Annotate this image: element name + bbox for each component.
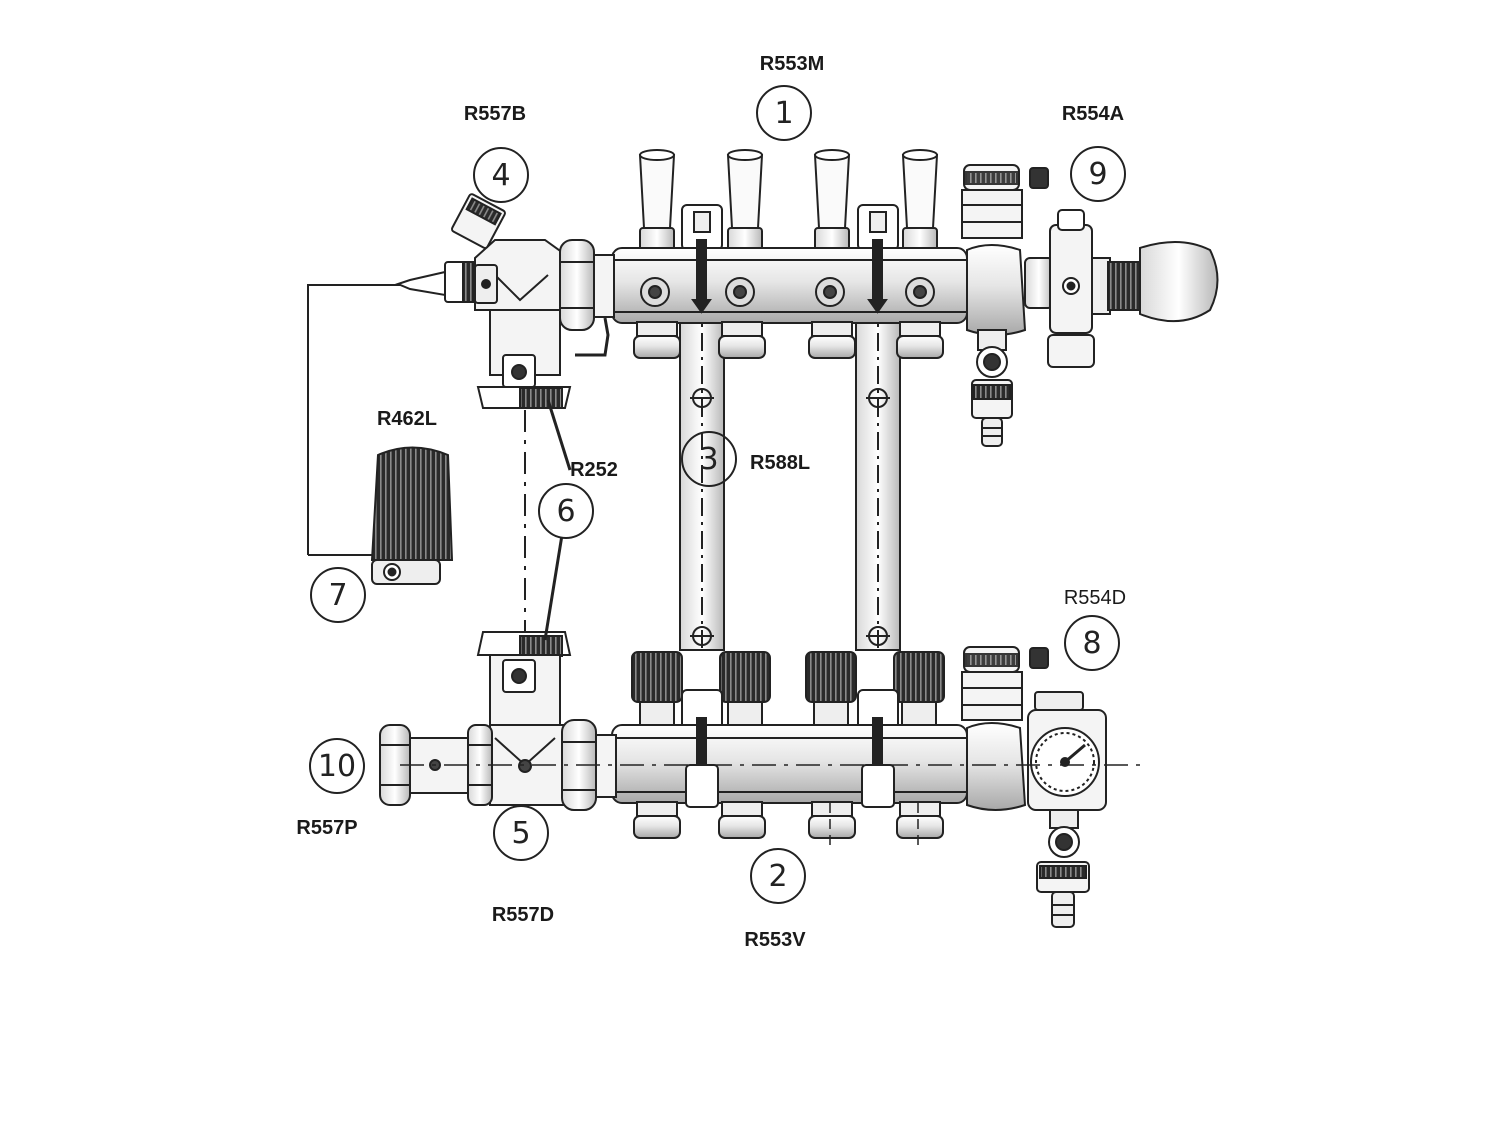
code-7: R462L <box>376 408 438 430</box>
callout-1: 1 <box>756 85 812 141</box>
flow-meter <box>726 149 764 251</box>
thermostatic-head <box>307 284 454 585</box>
callout-5: 5 <box>493 805 549 861</box>
valve-cap <box>805 651 857 729</box>
supply-inlet-assembly <box>395 193 615 409</box>
valve-cap <box>631 651 683 729</box>
callout-4: 4 <box>473 147 529 203</box>
flow-meter <box>638 149 676 251</box>
return-end-assembly <box>961 646 1107 928</box>
callout-10: 10 <box>309 738 365 794</box>
flow-meter <box>813 149 851 251</box>
return-manifold <box>611 651 968 839</box>
supply-end-assembly <box>961 164 1219 447</box>
callout-6: 6 <box>538 483 594 539</box>
code-5: R557D <box>491 904 555 926</box>
callout-2: 2 <box>750 848 806 904</box>
valve-cap <box>719 651 771 729</box>
callout-8: 8 <box>1064 615 1120 671</box>
code-3: R588L <box>750 452 811 474</box>
code-9: R554A <box>1061 103 1125 125</box>
code-2: R553V <box>744 929 806 951</box>
pump-connection-line <box>524 399 572 641</box>
callout-7: 7 <box>310 567 366 623</box>
callout-9: 9 <box>1070 146 1126 202</box>
code-8: R554D <box>1063 587 1127 609</box>
code-10: R557P <box>296 817 358 839</box>
flow-meter <box>901 149 939 251</box>
supply-manifold <box>611 149 968 359</box>
bracket-right <box>855 299 901 651</box>
callout-3: 3 <box>681 431 737 487</box>
code-4: R557B <box>463 103 527 125</box>
code-6: R252 <box>570 459 618 481</box>
code-1: R553M <box>759 53 825 75</box>
return-inlet-assembly <box>379 631 617 811</box>
valve-cap <box>893 651 945 729</box>
